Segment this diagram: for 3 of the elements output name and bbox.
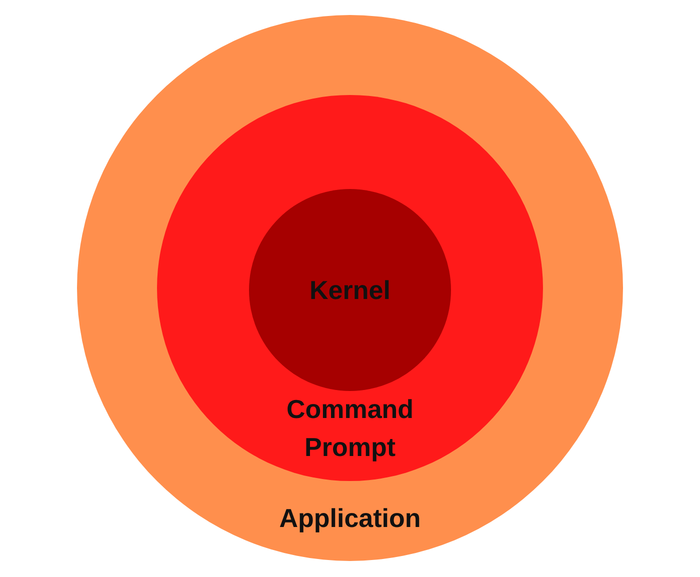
layer-label: Kernel xyxy=(308,274,392,307)
layer-label: Command Prompt xyxy=(285,393,415,464)
layer-label: Application xyxy=(278,502,422,535)
